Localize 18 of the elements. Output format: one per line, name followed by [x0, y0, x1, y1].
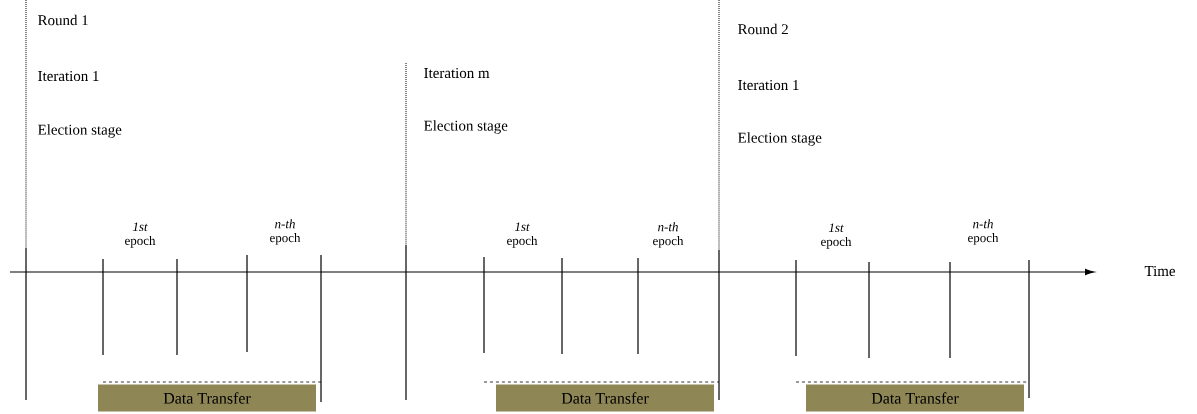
epoch-label: n-th epoch: [653, 222, 684, 248]
stage-label: Election stage: [738, 132, 822, 146]
stage-label: Iteration 1: [38, 71, 99, 81]
epoch-label: 1st epoch: [821, 223, 852, 249]
epoch-label: 1st epoch: [125, 222, 156, 248]
epoch-label: n-th epoch: [968, 219, 999, 245]
data-transfer-box: Data Transfer: [806, 384, 1024, 412]
epoch-label: 1st epoch: [507, 222, 538, 248]
stage-label: Election stage: [424, 120, 508, 134]
stage-label: Election stage: [38, 124, 122, 138]
data-transfer-box: Data Transfer: [496, 384, 714, 412]
stage-label: Round 2: [738, 23, 788, 35]
stage-label: Iteration m: [424, 68, 490, 78]
stage-label: Round 1: [38, 14, 88, 26]
epoch-label: n-th epoch: [270, 219, 301, 245]
stage-label: Iteration 1: [738, 80, 799, 90]
axis-label: Time: [1144, 266, 1175, 276]
data-transfer-box: Data Transfer: [98, 384, 316, 412]
